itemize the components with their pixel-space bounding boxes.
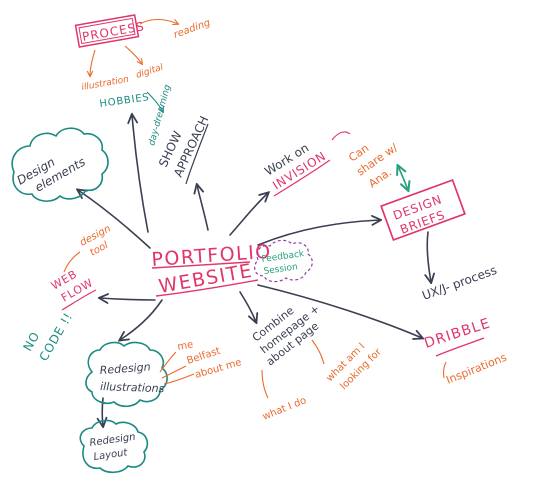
webflow-node: design tool WEB FLOW NO CODE !! [20, 223, 112, 363]
feedback-cloud [254, 239, 313, 283]
redesign-layout-line-2: Layout [93, 447, 129, 463]
combine-to-what-i-do-line [261, 369, 269, 399]
process-digital: digital [135, 63, 165, 81]
process-box-inner [78, 17, 136, 45]
redesign-layout-line-1: Redesign [89, 432, 136, 449]
process-to-reading-arrow [139, 18, 178, 25]
process-to-digital-arrow [124, 45, 142, 64]
process-to-illustration-arrow [90, 49, 96, 76]
show-approach-node: SHOW APPROACH [156, 114, 211, 185]
arrow-to-design-briefs [257, 220, 380, 246]
dribble-underline [435, 337, 485, 357]
connectors [78, 115, 431, 426]
combine-to-looking-for-line [311, 339, 325, 365]
no-code-line-2: CODE !! [36, 310, 75, 363]
webflow-underline [61, 289, 97, 311]
process-box [74, 14, 140, 48]
redesign-illustrations-line-1: Redesign [99, 360, 151, 377]
invision-to-can-share-arrow [331, 131, 351, 141]
arrow-to-webflow [100, 298, 156, 300]
illustrations-to-me-line [159, 351, 177, 373]
arrow-to-process [132, 115, 149, 233]
arrow-to-ux-process [427, 231, 431, 282]
feedback-session-node: Feedback Session [254, 239, 313, 283]
design-briefs-node: DESIGN BRIEFS [380, 166, 466, 242]
process-cluster: PROCESS reading illustration digital HOB… [74, 14, 212, 147]
design-elements-cloud [11, 127, 109, 202]
arrow-to-redesign-illustrations [120, 299, 163, 340]
can-share-to-briefs-arrow [398, 166, 408, 190]
me-label: me [177, 339, 195, 353]
design-elements-node: Design elements [11, 127, 109, 202]
invision-underline [273, 159, 331, 197]
inspirations-label: Inspirations [444, 351, 509, 387]
redesign-layout-cloud [79, 419, 149, 474]
dribble-node: DRIBBLE Inspirations [422, 315, 508, 386]
process-hobbies: HOBBIES [99, 92, 150, 110]
what-i-do-label: what I do [261, 395, 308, 423]
arrow-to-redesign-layout [102, 397, 103, 426]
center-underline-1 [151, 261, 251, 269]
process-illustration: illustration [81, 75, 130, 93]
process-reading: reading [172, 17, 212, 40]
dribble-to-inspirations-line [443, 361, 447, 379]
hobbies-to-daydreaming-arrow [146, 91, 163, 112]
can-share-node: Can share w/ Ana. [346, 141, 400, 191]
arrow-to-design-elements [78, 190, 151, 249]
invision-node: Work on INVISION [262, 131, 351, 197]
central-topic: PORTFOLIO WEBSITE [151, 241, 273, 298]
redesign-illustrations-node: Redesign illustrations me Belfast about … [85, 339, 243, 408]
redesign-layout-node: Redesign Layout [79, 419, 149, 474]
ux-process-label: UX/J- process [420, 263, 498, 303]
webflow-to-design-tool-line [63, 251, 81, 273]
redesign-illustrations-line-2: illustrations [100, 380, 165, 395]
dribble-label: DRIBBLE [422, 315, 492, 352]
center-underline-2 [155, 279, 259, 297]
design-briefs-box [380, 178, 466, 242]
arrow-to-combine [239, 291, 256, 322]
show-approach-underline [185, 123, 209, 185]
arrow-to-show-approach [197, 185, 209, 231]
arrow-to-work-on [229, 193, 268, 236]
illustrations-to-belfast-line [161, 365, 187, 379]
combine-node: Combine homepage + about page what I do … [250, 302, 385, 423]
arrow-to-dribble [257, 284, 422, 338]
feedback-line-2: Session [263, 262, 298, 277]
redesign-illustrations-cloud [85, 341, 168, 408]
illustrations-to-about-me-line [163, 373, 195, 385]
